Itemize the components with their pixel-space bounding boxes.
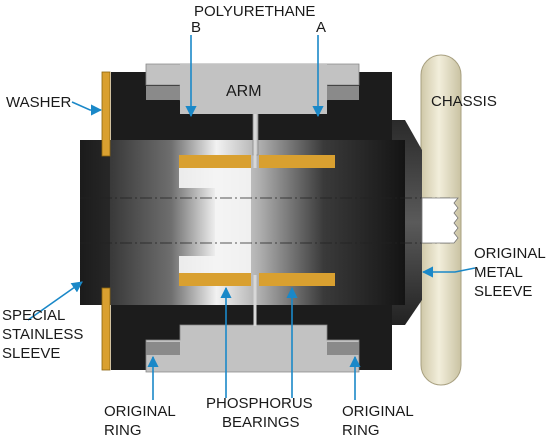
inner-pin bbox=[179, 168, 251, 273]
label-stainless-sleeve-1: SPECIAL bbox=[2, 307, 65, 324]
label-metal-sleeve-3: SLEEVE bbox=[474, 283, 532, 300]
leader-washer bbox=[71, 101, 103, 116]
washer-lower bbox=[101, 287, 111, 371]
leader-metal-sleeve bbox=[421, 266, 476, 278]
bearing-upper-left bbox=[179, 155, 251, 168]
original-ring-lower-left bbox=[146, 342, 180, 355]
label-metal-sleeve-1: ORIGINAL bbox=[474, 245, 546, 262]
label-a: A bbox=[316, 19, 326, 36]
leader-lines bbox=[27, 35, 476, 400]
label-ring-right-1: ORIGINAL bbox=[342, 403, 414, 420]
bearing-upper-right bbox=[259, 155, 335, 168]
label-ring-right-2: RING bbox=[342, 422, 380, 438]
original-ring-upper-left bbox=[146, 86, 180, 100]
arm-upper-body bbox=[180, 64, 327, 114]
label-ring-left-2: RING bbox=[104, 422, 142, 438]
original-ring-upper-right bbox=[327, 86, 359, 100]
label-chassis: CHASSIS bbox=[431, 93, 497, 110]
arm-lower bbox=[145, 324, 360, 373]
label-arm: ARM bbox=[226, 83, 262, 100]
original-ring-lower-right bbox=[327, 342, 359, 355]
label-stainless-sleeve-2: STAINLESS bbox=[2, 326, 83, 343]
label-ring-left-1: ORIGINAL bbox=[104, 403, 176, 420]
label-b: B bbox=[191, 19, 201, 36]
bearing-lower-right bbox=[259, 273, 335, 286]
label-washer: WASHER bbox=[6, 94, 71, 111]
bearing-lower-left bbox=[179, 273, 251, 286]
sleeve-end-left bbox=[80, 140, 110, 305]
washer-upper bbox=[101, 71, 111, 157]
label-metal-sleeve-2: METAL bbox=[474, 264, 523, 281]
label-bearings-1: PHOSPHORUS bbox=[206, 395, 313, 412]
label-bearings-2: BEARINGS bbox=[222, 414, 300, 431]
leader-stainless-sleeve bbox=[27, 281, 83, 321]
label-polyurethane: POLYURETHANE bbox=[194, 3, 315, 20]
bolt-thread bbox=[421, 197, 459, 244]
label-stainless-sleeve-3: SLEEVE bbox=[2, 345, 60, 362]
